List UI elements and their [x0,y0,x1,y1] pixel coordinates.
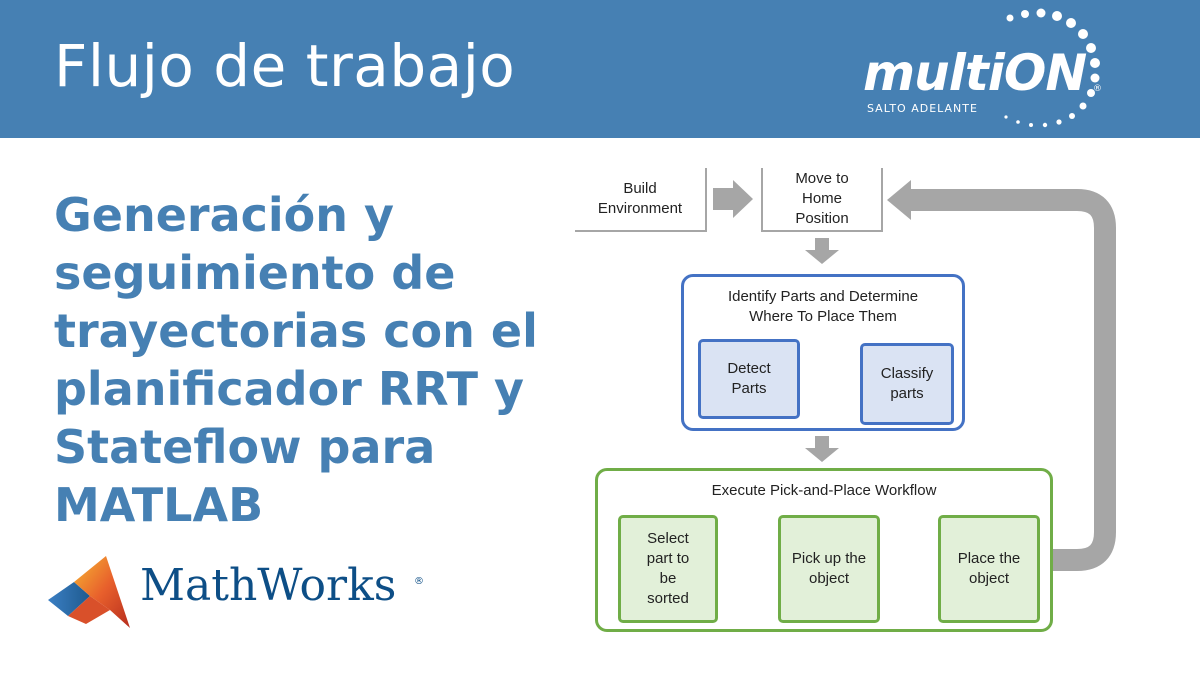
mathworks-registered-mark: ® [414,576,424,587]
move-home-label: Move to Home Position [795,170,849,227]
execute-container: Execute Pick-and-Place Workflow Select p… [595,468,1053,632]
subtitle-line-4: planificador RRT y [54,362,525,416]
select-part-box: Select part to be sorted [618,515,718,623]
select-part-label: Select part to be sorted [646,530,690,607]
detect-parts-box: Detect Parts [698,339,800,419]
logo-registered-mark: ® [1093,84,1102,94]
subtitle-line-1: Generación y [54,188,395,242]
logo-dots-icon [1004,8,1100,128]
classify-parts-box: Classify parts [860,343,954,425]
mathworks-wordmark: MathWorks [140,560,397,611]
logo-wordmark: multiON [863,44,1087,102]
membrane-icon [48,556,130,628]
loop-back-arrow-head [887,180,911,220]
place-object-label: Place the object [957,550,1021,587]
build-environment-label: Build Environment [597,180,683,217]
identify-to-execute-arrow [805,436,839,462]
execute-title: Execute Pick-and-Place Workflow [711,482,937,499]
build-environment-box: Build Environment [575,168,707,232]
identify-title: Identify Parts and Determine Where To Pl… [727,288,919,325]
page-title: Flujo de trabajo [54,32,516,100]
subtitle-line-3: trayectorias con el [54,304,538,358]
subtitle-block: Generación y seguimiento de trayectorias… [54,186,554,534]
identify-container: Identify Parts and Determine Where To Pl… [681,274,965,431]
loop-back-arrow-shaft [910,189,1116,571]
detect-parts-label: Detect Parts [727,360,771,397]
subtitle-line-2: seguimiento de [54,246,456,300]
header-bar: Flujo de trabajo multiON SALTO ADELANTE … [0,0,1200,138]
place-object-box: Place the object [938,515,1040,623]
workflow-diagram: Build Environment Move to Home Position … [575,168,1145,638]
multion-logo: multiON SALTO ADELANTE ® [855,8,1125,132]
subtitle-line-6: MATLAB [54,478,264,532]
move-home-box: Move to Home Position [761,168,883,232]
mathworks-logo: MathWorks ® [46,552,426,634]
subtitle-line-5: Stateflow para [54,420,436,474]
home-to-identify-arrow [805,238,839,264]
pick-up-label: Pick up the object [791,550,867,587]
classify-parts-label: Classify parts [880,365,934,402]
logo-tagline: SALTO ADELANTE [867,102,978,115]
pick-up-box: Pick up the object [778,515,880,623]
build-to-home-arrow [713,180,753,218]
